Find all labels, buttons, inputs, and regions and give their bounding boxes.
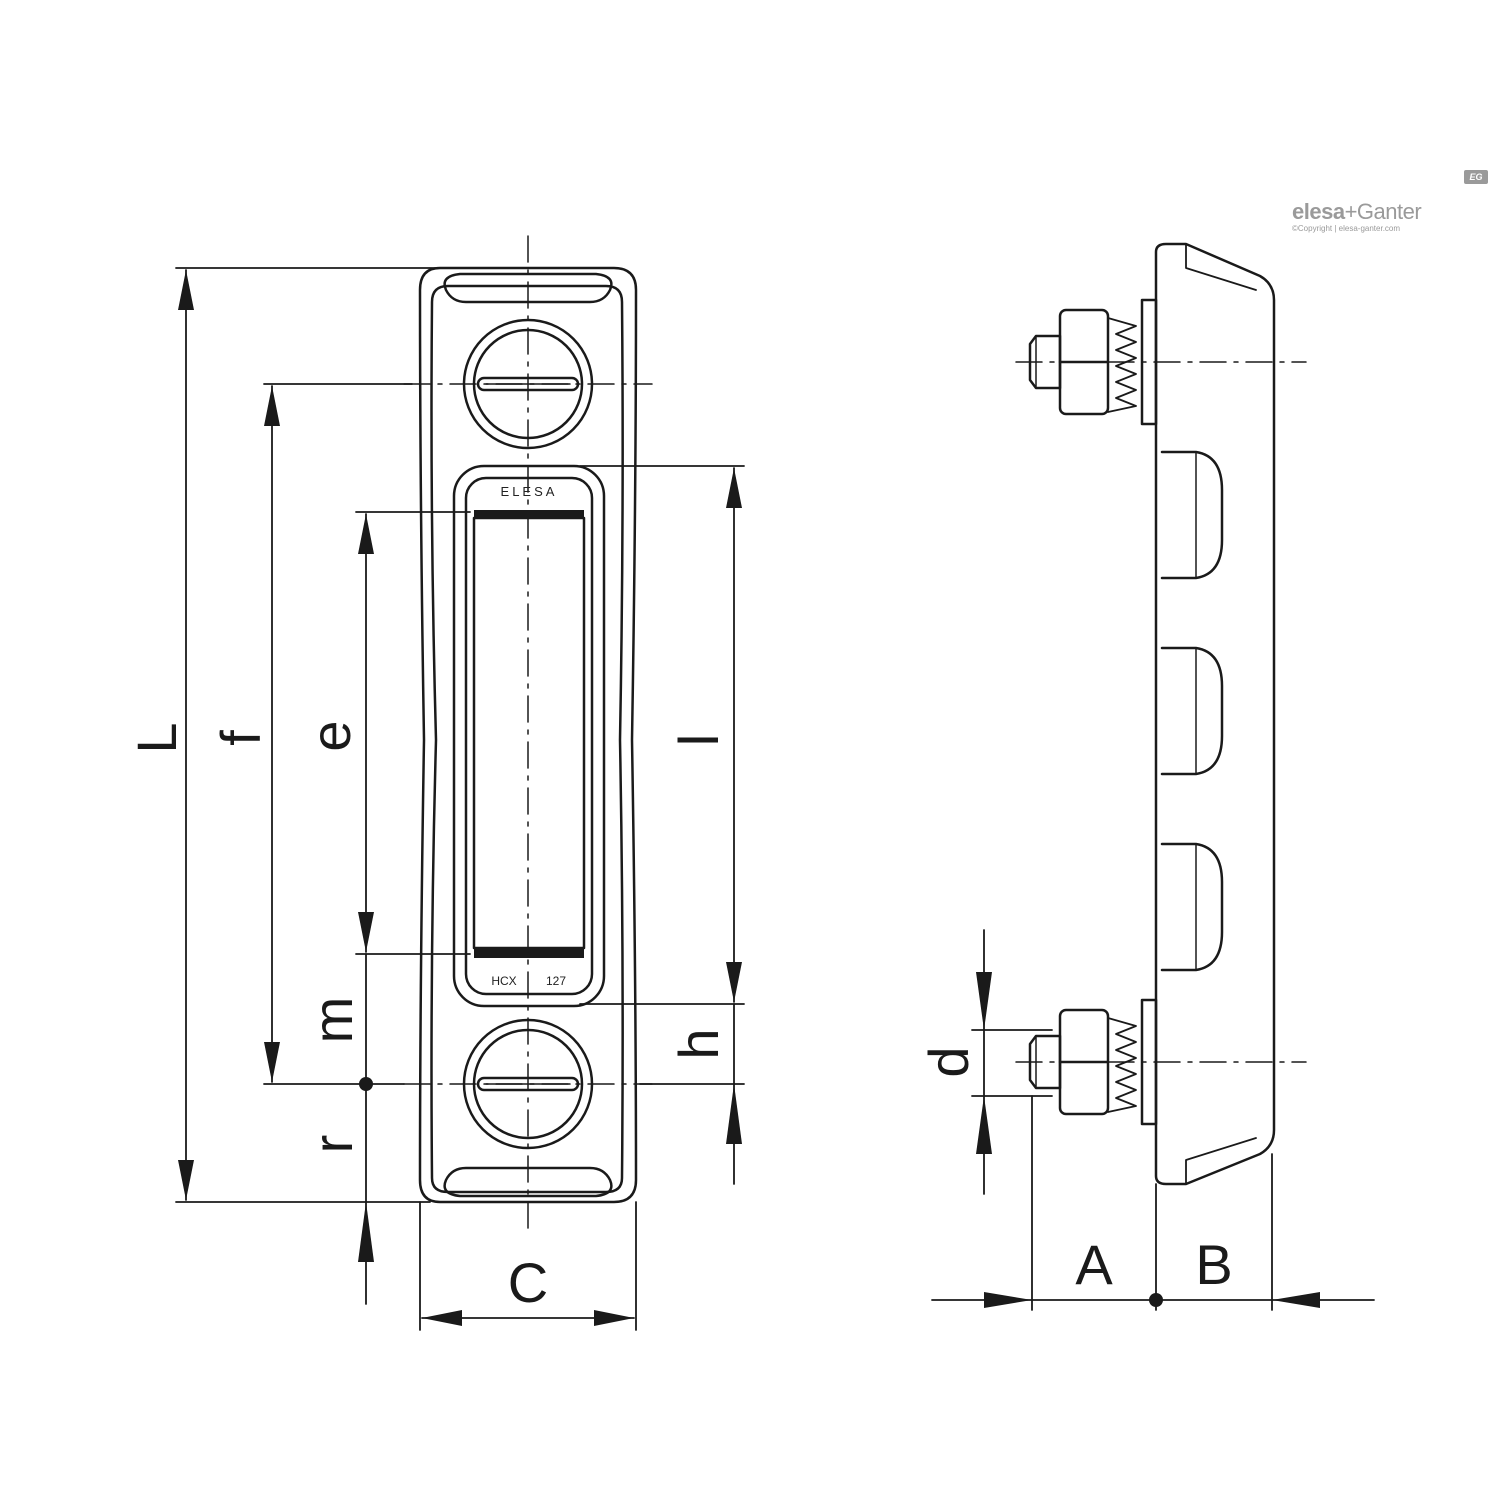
- window-brand-label: ELESA: [501, 484, 558, 499]
- window-frame-outer: [452, 464, 606, 1008]
- max-level-band: [474, 948, 584, 958]
- body-inner-outline: [430, 284, 624, 1194]
- side-dimensions: [931, 929, 1375, 1311]
- window-size-label: 127: [546, 974, 566, 988]
- dim-label-r: r: [301, 1135, 364, 1154]
- dim-label-A: A: [1075, 1233, 1113, 1296]
- watermark-plus: +: [1344, 199, 1358, 224]
- min-level-band: [474, 510, 584, 518]
- watermark-elesa: elesa: [1292, 199, 1345, 224]
- dim-label-d: d: [917, 1046, 980, 1077]
- dim-label-h: h: [667, 1028, 730, 1059]
- rib-2: [1160, 646, 1224, 776]
- rib-3: [1160, 842, 1224, 972]
- side-view: [1015, 242, 1307, 1186]
- rib-1: [1160, 450, 1224, 580]
- dim-label-B: B: [1195, 1233, 1232, 1296]
- front-dimensions: [175, 267, 745, 1331]
- watermark-ganter: Ganter: [1356, 199, 1422, 224]
- body-outline: [418, 266, 638, 1204]
- bottom-bevel: [443, 1166, 613, 1198]
- front-view: [403, 235, 653, 1233]
- window-glass: [472, 516, 586, 950]
- watermark-copyright: ©Copyright | elesa-ganter.com: [1292, 224, 1401, 233]
- dim-label-L: L: [125, 722, 188, 753]
- dim-label-e: e: [299, 720, 362, 751]
- dim-label-l: l: [667, 734, 730, 746]
- eg-badge: EG: [1464, 170, 1488, 184]
- dim-label-C: C: [508, 1251, 548, 1314]
- top-bevel: [443, 272, 613, 304]
- window-model-label: HCX: [491, 974, 516, 988]
- dim-label-m: m: [301, 997, 364, 1044]
- side-body-outline: [1154, 242, 1276, 1186]
- window-frame-inner: [464, 476, 594, 996]
- side-body-inner: [1185, 243, 1257, 1185]
- watermark-brand: elesa+Ganter: [1292, 200, 1492, 224]
- elesa-ganter-watermark: elesa+Ganter ©Copyright | elesa-ganter.c…: [1292, 170, 1492, 240]
- dim-label-f: f: [209, 730, 272, 746]
